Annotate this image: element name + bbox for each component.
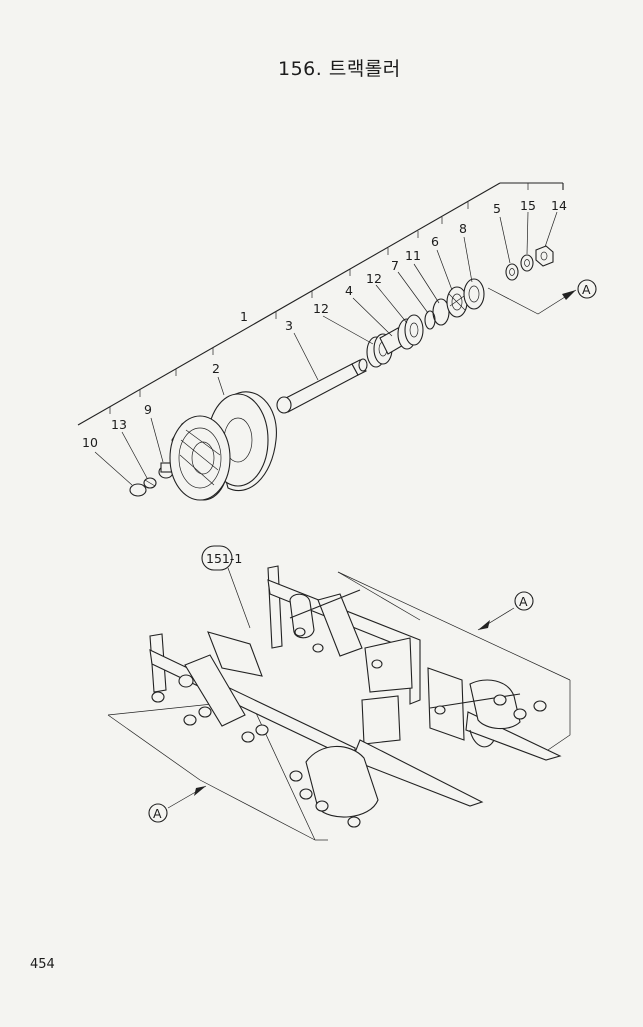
part-8-collar — [463, 278, 485, 310]
callout-11: 11 — [405, 248, 421, 263]
callout-10: 10 — [82, 435, 98, 450]
frame-assembly — [149, 565, 562, 818]
marker-a-frame-right: A — [519, 594, 528, 609]
part-14-nut — [535, 245, 554, 267]
part-3-shaft — [276, 358, 368, 414]
a-reference-top: A — [487, 279, 597, 315]
callout-12-lower: 12 — [313, 301, 329, 316]
part-2-roller — [169, 391, 277, 501]
marker-a-top: A — [582, 282, 591, 297]
callout-labels: 1 2 3 4 5 6 7 8 9 10 11 12 12 13 14 15 — [82, 198, 567, 450]
a-reference-frame-right: A — [477, 591, 534, 631]
frame-pins — [151, 627, 547, 828]
callout-2: 2 — [212, 361, 220, 376]
reference-151-1: 151-1 — [201, 545, 251, 629]
callout-9: 9 — [144, 402, 152, 417]
callout-151-1: 151-1 — [206, 551, 242, 566]
marker-a-frame-left: A — [153, 806, 162, 821]
part-10-plug — [129, 483, 147, 497]
a-reference-frame-left: A — [148, 785, 207, 823]
callout-1: 1 — [240, 309, 248, 324]
part-5-washer — [505, 263, 519, 281]
assembly-bracket-line — [77, 182, 564, 426]
callout-5: 5 — [493, 201, 501, 216]
callout-8: 8 — [459, 221, 467, 236]
page-number: 454 — [30, 957, 55, 972]
callout-6: 6 — [431, 234, 439, 249]
part-12-bearing-upper — [397, 314, 424, 350]
callout-4: 4 — [345, 283, 353, 298]
callout-7: 7 — [391, 258, 399, 273]
part-13-fitting — [143, 477, 157, 489]
callout-14: 14 — [551, 198, 567, 213]
callout-3: 3 — [285, 318, 293, 333]
callout-13: 13 — [111, 417, 127, 432]
page-title: 156. 트랙롤러 — [278, 58, 401, 80]
part-15-washer — [520, 254, 534, 272]
callout-12-upper: 12 — [366, 271, 382, 286]
callout-leaders — [94, 211, 558, 486]
callout-15: 15 — [520, 198, 536, 213]
